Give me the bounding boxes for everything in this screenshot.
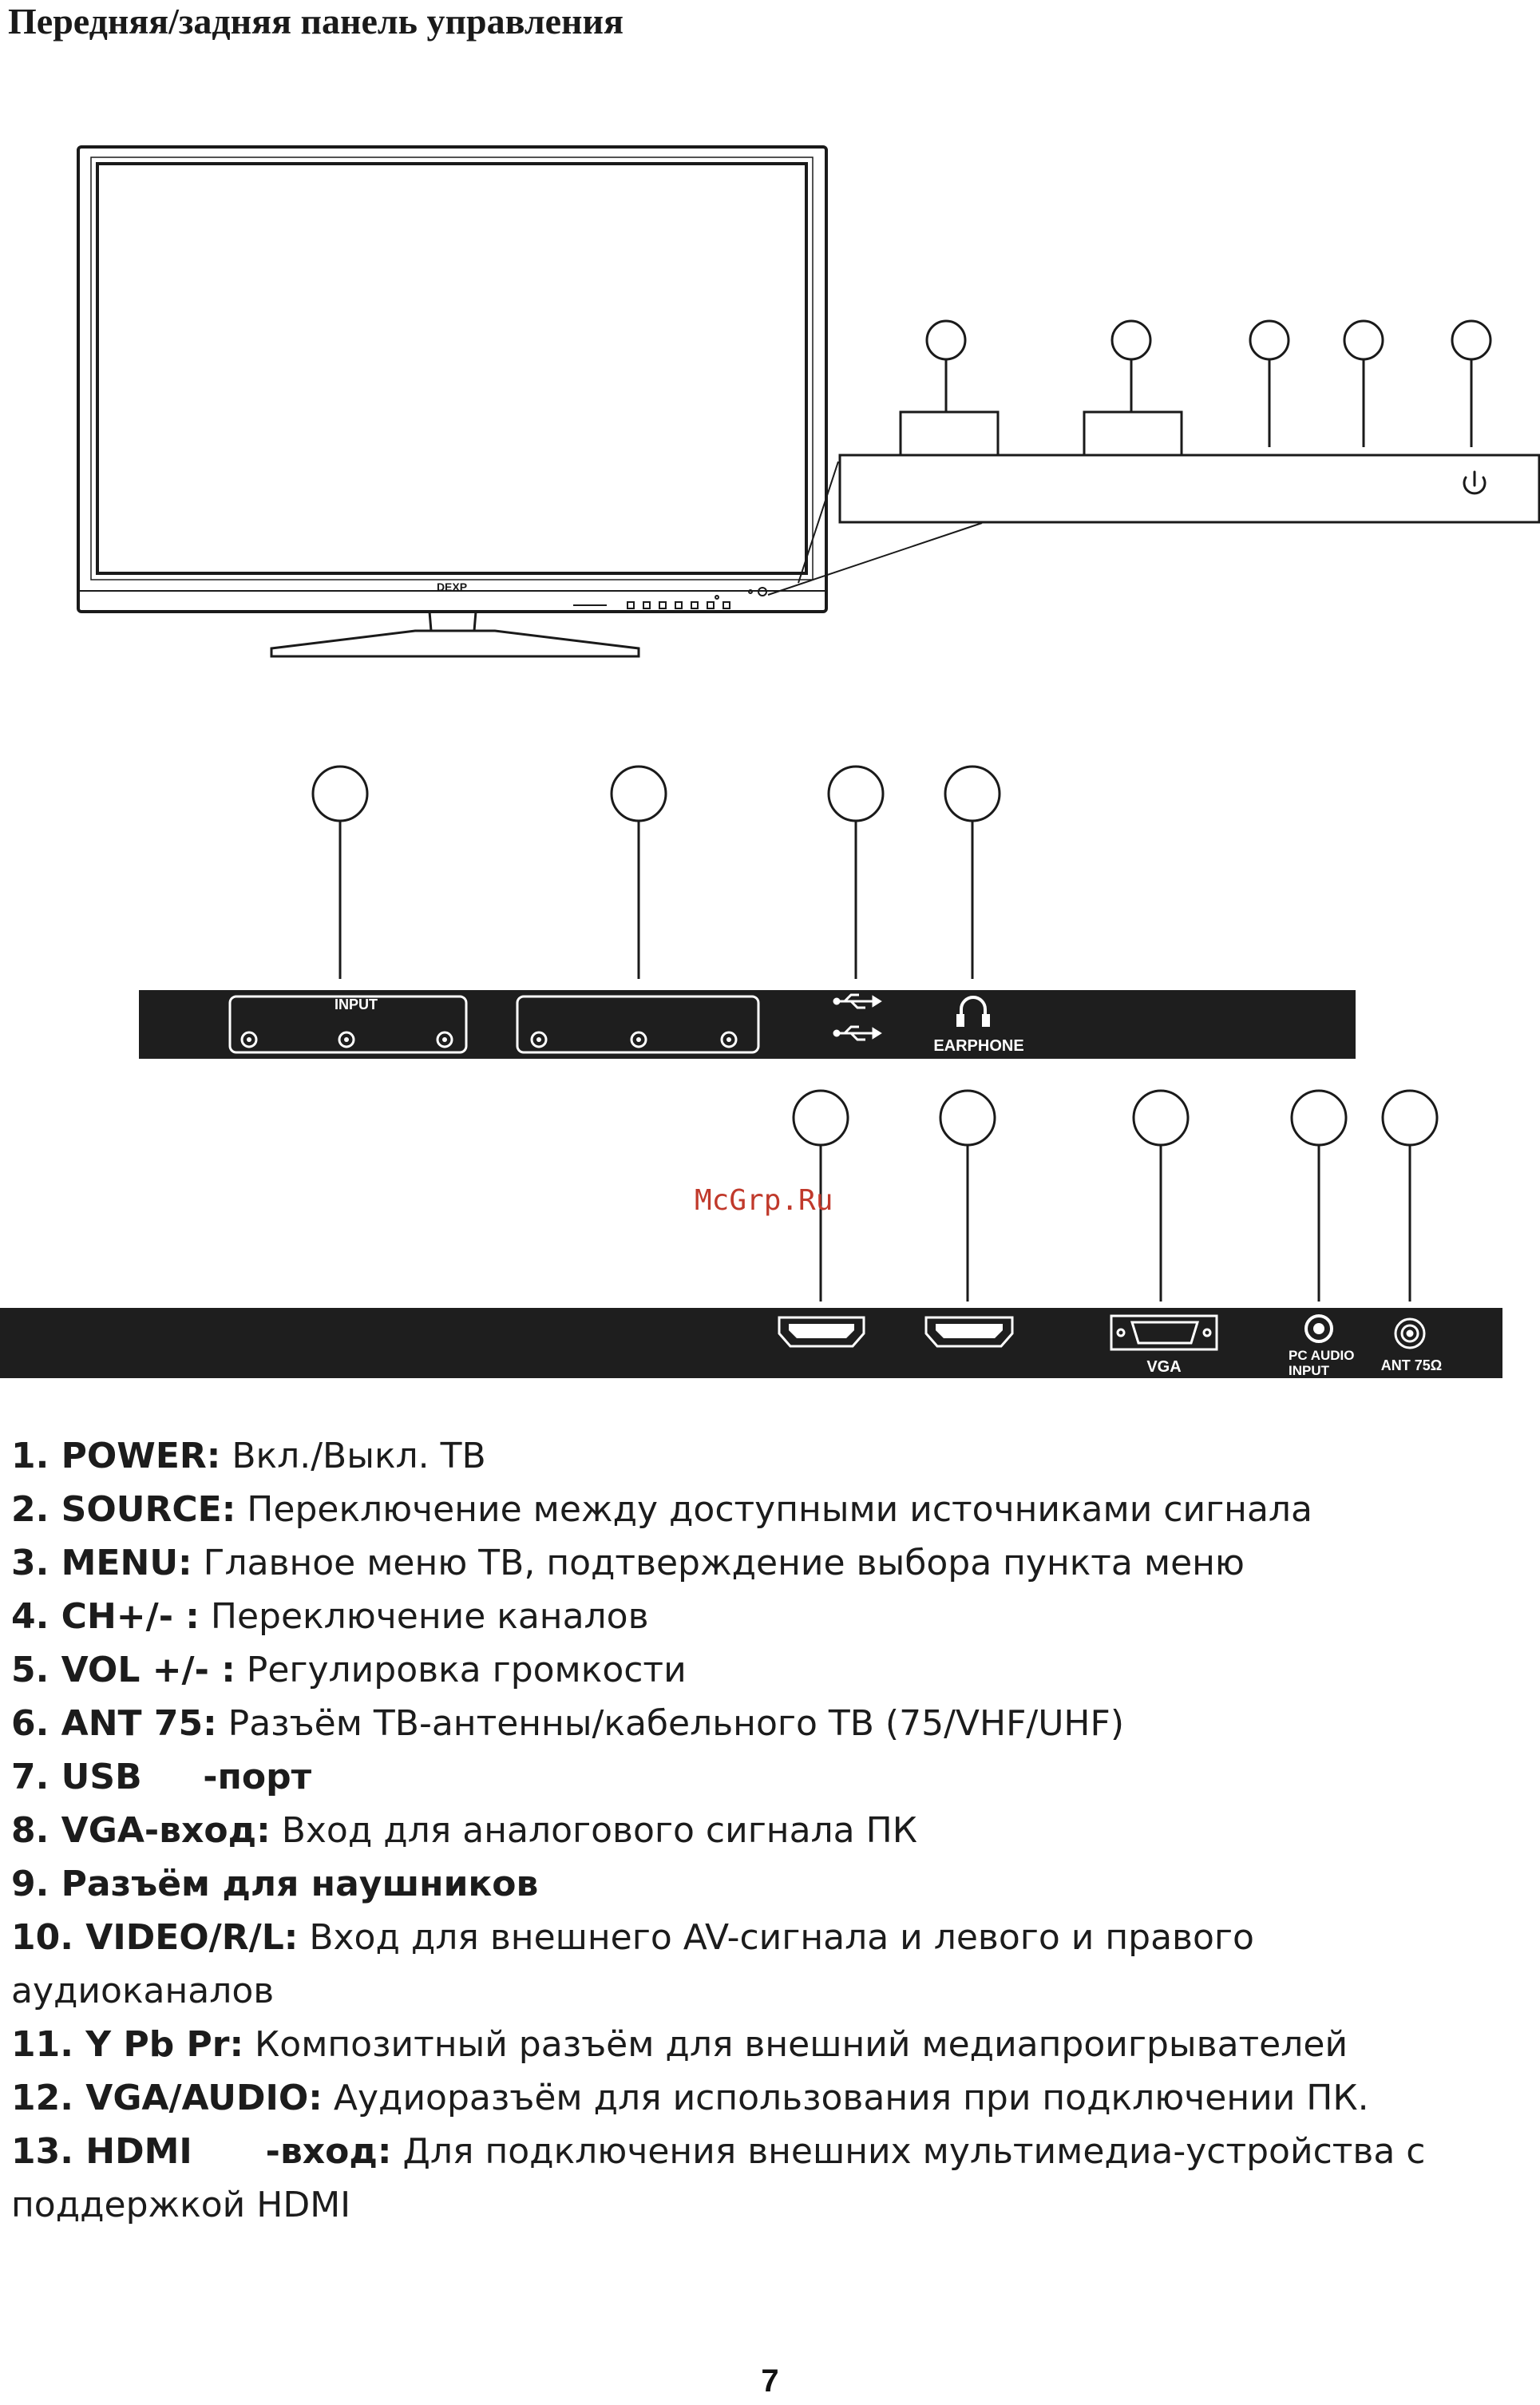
power-icon	[1463, 470, 1487, 495]
legend-item: 6. ANT 75: Разъём ТВ-антенны/кабельного …	[11, 1697, 1520, 1750]
watermark: McGrp.Ru	[695, 1184, 833, 1217]
callout-circle	[939, 1089, 996, 1147]
callout-circle	[827, 765, 885, 822]
button-panel-zoom	[838, 319, 1540, 524]
input-group-ypbpr	[516, 995, 760, 1054]
input-group-av	[228, 995, 468, 1054]
usb-icon	[833, 1025, 882, 1041]
callout-circle	[610, 765, 667, 822]
legend-item: 9. Разъём для наушников	[11, 1857, 1520, 1911]
tv-stand-neck	[428, 611, 477, 632]
tv-stand-base	[270, 629, 640, 658]
legend-item: 3. MENU: Главное меню ТВ, подтверждение …	[11, 1536, 1520, 1590]
legend-text: Для подключения внешних мультимедиа-устр…	[11, 2131, 1426, 2225]
legend-item: 1. POWER: Вкл./Выкл. ТВ	[11, 1429, 1520, 1483]
rear-bottom-callouts	[792, 1089, 1439, 1302]
pc-audio-input-label: INPUT	[1289, 1363, 1330, 1378]
legend-text: Переключение между доступными источникам…	[236, 1489, 1312, 1530]
legend-item: 4. CH+/- : Переключение каналов	[11, 1590, 1520, 1643]
tv-outer-frame	[77, 145, 828, 613]
tv-screen	[96, 162, 808, 575]
headphones-icon	[956, 996, 990, 1027]
page-number: 7	[761, 2363, 779, 2399]
callout-circle	[1451, 319, 1492, 361]
legend-item: 13. HDMI -вход: Для подключения внешних …	[11, 2125, 1520, 2232]
hdmi-port	[924, 1316, 1014, 1348]
pc-audio-label: PC AUDIO	[1289, 1348, 1355, 1363]
legend-text: Регулировка громкости	[235, 1650, 687, 1690]
legend-list: 1. POWER: Вкл./Выкл. ТВ 2. SOURCE: Перек…	[11, 1429, 1520, 2232]
page-title: Передняя/задняя панель управления	[8, 1, 624, 42]
legend-text: Переключение каналов	[199, 1596, 649, 1637]
ant-label: ANT 75Ω	[1381, 1357, 1442, 1373]
callout-circle	[1381, 1089, 1439, 1147]
rca-jack	[530, 1031, 548, 1048]
button-panel	[838, 454, 1540, 524]
legend-term: 5. VOL +/- :	[11, 1650, 236, 1690]
legend-item: 5. VOL +/- : Регулировка громкости	[11, 1643, 1520, 1697]
vga-label: VGA	[1146, 1358, 1181, 1376]
callout-circle	[1132, 1089, 1190, 1147]
legend-item: 2. SOURCE: Переключение между доступными…	[11, 1483, 1520, 1536]
legend-term: 12. VGA/AUDIO:	[11, 2078, 323, 2118]
tv-brand-logo: DEXP	[437, 580, 467, 593]
legend-term: 9. Разъём для наушников	[11, 1864, 539, 1904]
callout-circle	[1110, 319, 1152, 361]
tv-front-view	[77, 145, 983, 658]
legend-term: 8. VGA-вход:	[11, 1810, 271, 1851]
legend-text: Разъём ТВ-антенны/кабельного ТВ (75/VHF/…	[216, 1703, 1124, 1744]
legend-term: 10. VIDEO/R/L:	[11, 1917, 299, 1958]
callout-circle	[1290, 1089, 1348, 1147]
legend-item: 12. VGA/AUDIO: Аудиоразъём для использов…	[11, 2071, 1520, 2125]
legend-term: 3. MENU:	[11, 1543, 192, 1583]
pc-audio-jack	[1304, 1314, 1333, 1343]
legend-term: 6. ANT 75:	[11, 1703, 217, 1744]
rca-jack	[720, 1031, 738, 1048]
hdmi-port	[778, 1316, 865, 1348]
callout-circle	[792, 1089, 849, 1147]
input-label: INPUT	[335, 996, 378, 1012]
rca-jack	[338, 1031, 355, 1048]
legend-item: 11. Y Pb Pr: Композитный разъём для внеш…	[11, 2018, 1520, 2071]
legend-term: 4. CH+/- :	[11, 1596, 200, 1637]
vga-port	[1110, 1314, 1218, 1351]
usb-icon	[833, 993, 882, 1009]
rca-jack	[436, 1031, 453, 1048]
legend-term: 7. USB -порт	[11, 1757, 312, 1797]
legend-item: 8. VGA-вход: Вход для аналогового сигнал…	[11, 1804, 1520, 1857]
legend-term: 2. SOURCE:	[11, 1489, 236, 1530]
rca-jack	[630, 1031, 647, 1048]
rear-top-callouts	[311, 765, 1001, 979]
rear-top-panel	[139, 990, 1356, 1059]
legend-text: Вход для внешнего AV-сигнала и левого и …	[11, 1917, 1254, 2011]
rear-bottom-panel	[0, 1308, 1502, 1378]
legend-item: 10. VIDEO/R/L: Вход для внешнего AV-сигн…	[11, 1911, 1520, 2018]
tv-bottom-buttons	[573, 587, 767, 609]
antenna-jack	[1394, 1317, 1426, 1349]
callout-circle	[925, 319, 967, 361]
legend-term: 1. POWER:	[11, 1436, 221, 1476]
rca-jack	[240, 1031, 258, 1048]
legend-text: Аудиоразъём для использования при подклю…	[322, 2078, 1369, 2118]
legend-text: Вкл./Выкл. ТВ	[220, 1436, 486, 1476]
earphone-label: EARPHONE	[933, 1037, 1023, 1055]
legend-term: 11. Y Pb Pr:	[11, 2024, 244, 2065]
callout-circle	[944, 765, 1001, 822]
callout-circle	[1249, 319, 1290, 361]
legend-term: 13. HDMI -вход:	[11, 2131, 392, 2172]
legend-text: Главное меню ТВ, подтверждение выбора пу…	[192, 1543, 1245, 1583]
callout-circle	[1343, 319, 1384, 361]
tv-diagram: DEXP	[0, 145, 1540, 1378]
legend-text: Композитный разъём для внешний медиапрои…	[243, 2024, 1348, 2065]
legend-item: 7. USB -порт	[11, 1750, 1520, 1804]
legend-text: Вход для аналогового сигнала ПК	[270, 1810, 917, 1851]
callout-circle	[311, 765, 369, 822]
